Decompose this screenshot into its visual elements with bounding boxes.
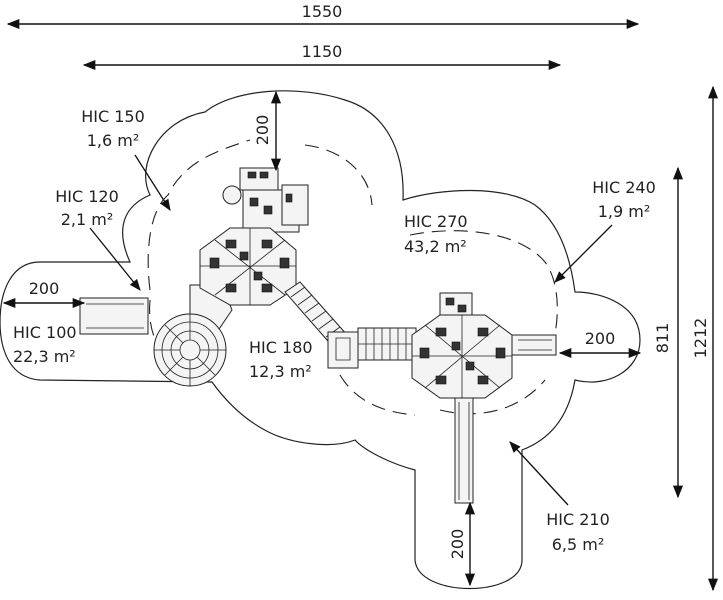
zone-area: 1,9 m²: [598, 202, 651, 221]
dim-clearance-right: 200: [558, 329, 642, 359]
leader-lines: [89, 154, 613, 506]
zone-label-hic-150: HIC 150 1,6 m²: [81, 107, 145, 150]
left-octagon-tower: [199, 227, 297, 306]
dim-structure-width: 1150: [82, 42, 562, 71]
zone-hic: HIC 240: [592, 178, 656, 197]
zone-label-hic-180: HIC 180 12,3 m²: [249, 338, 313, 381]
zone-area: 2,1 m²: [61, 210, 114, 229]
zone-label-hic-100: HIC 100 22,3 m²: [13, 323, 77, 366]
dim-structure-height: 811: [653, 166, 684, 499]
zone-area: 22,3 m²: [13, 347, 76, 366]
dim-clearance-bottom: 200: [448, 501, 476, 587]
spiral-tube-slide: [153, 284, 233, 387]
dim-structure-width-label: 1150: [302, 42, 343, 61]
zone-label-hic-210: HIC 210 6,5 m²: [546, 510, 610, 554]
zone-label-hic-240: HIC 240 1,9 m²: [592, 178, 656, 221]
horizontal-bridge: [357, 327, 417, 361]
zone-hic: HIC 210: [546, 510, 610, 529]
safety-zone-outline: [0, 90, 641, 590]
dim-clearance-top-label: 200: [253, 115, 272, 146]
dim-total-width-label: 1550: [302, 2, 343, 21]
dim-clearance-left: 200: [2, 279, 86, 309]
dim-clearance-bottom-label: 200: [448, 529, 467, 560]
dim-total-height: 1212: [691, 85, 719, 592]
dim-total-height-label: 1212: [691, 318, 710, 359]
dim-total-width: 1550: [6, 2, 640, 30]
zone-hic: HIC 270: [404, 212, 468, 231]
zone-area: 1,6 m²: [87, 131, 140, 150]
dim-structure-height-label: 811: [653, 323, 672, 354]
zone-area: 43,2 m²: [404, 237, 467, 256]
dim-clearance-left-label: 200: [29, 279, 60, 298]
zone-hic: HIC 150: [81, 107, 145, 126]
zone-label-hic-270: HIC 270 43,2 m²: [404, 212, 468, 256]
dim-clearance-top: 200: [253, 90, 282, 172]
zone-hic: HIC 180: [249, 338, 313, 357]
straight-slide: [79, 297, 149, 335]
zone-area: 6,5 m²: [552, 535, 605, 554]
zone-label-hic-120: HIC 120 2,1 m²: [55, 187, 119, 229]
zone-hic: HIC 120: [55, 187, 119, 206]
zone-area: 12,3 m²: [249, 362, 312, 381]
dim-clearance-right-label: 200: [585, 329, 616, 348]
connector-platform: [327, 331, 359, 369]
right-octagon-tower: [411, 292, 513, 399]
upper-tower: [222, 167, 309, 233]
bottom-slide: [454, 397, 474, 504]
right-slide: [511, 334, 557, 356]
impact-areas: [147, 139, 558, 416]
zone-hic: HIC 100: [13, 323, 77, 342]
